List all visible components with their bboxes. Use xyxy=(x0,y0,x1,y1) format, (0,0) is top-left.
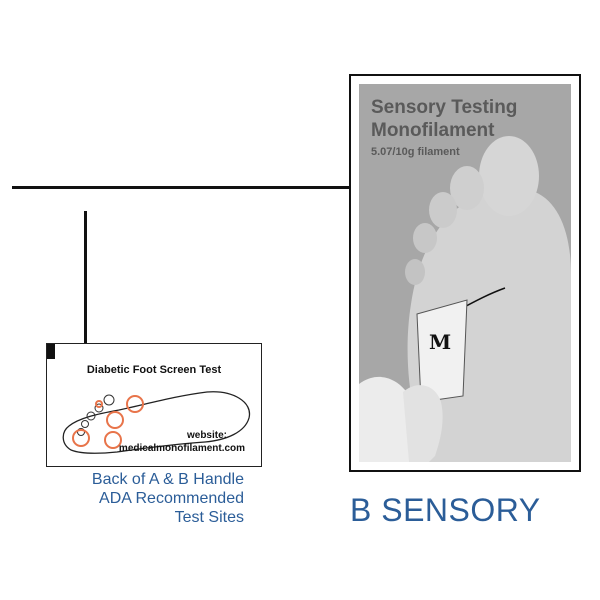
card-title: Diabetic Foot Screen Test xyxy=(86,364,222,376)
package-subtitle: 5.07/10g filament xyxy=(371,146,460,158)
test-site-marker xyxy=(126,395,144,413)
caption-b-sensory: B SENSORY xyxy=(350,492,541,528)
foot-illustration xyxy=(359,84,571,462)
caption-a-line3: Test Sites xyxy=(174,509,244,526)
package-title: Sensory Testing Monofilament xyxy=(371,96,517,142)
test-site-marker xyxy=(104,431,122,449)
handle-tab-mark xyxy=(47,344,55,359)
test-site-marker xyxy=(72,429,90,447)
foot-test-photo: Sensory Testing Monofilament 5.07/10g fi… xyxy=(359,84,571,462)
package-title-line2: Monofilament xyxy=(371,120,495,141)
connector-vertical-line xyxy=(84,211,87,344)
caption-test-sites: Back of A & B Handle ADA Recommended Tes… xyxy=(40,470,244,527)
test-site-marker xyxy=(106,411,124,429)
handle-back-card: Diabetic Foot Screen Test website: medic… xyxy=(46,343,262,467)
website-url: medicalmonofilament.com xyxy=(118,443,246,454)
foot-outline-illustration xyxy=(62,391,251,454)
monofilament-package: Sensory Testing Monofilament 5.07/10g fi… xyxy=(349,74,581,472)
connector-horizontal-line xyxy=(12,186,352,189)
caption-a-line1: Back of A & B Handle xyxy=(91,471,244,488)
caption-a-line2: ADA Recommended xyxy=(99,490,244,507)
test-site-marker xyxy=(95,400,103,408)
package-title-line1: Sensory Testing xyxy=(371,97,518,118)
handle-letter: M xyxy=(429,330,452,354)
website-label: website: xyxy=(186,430,227,441)
